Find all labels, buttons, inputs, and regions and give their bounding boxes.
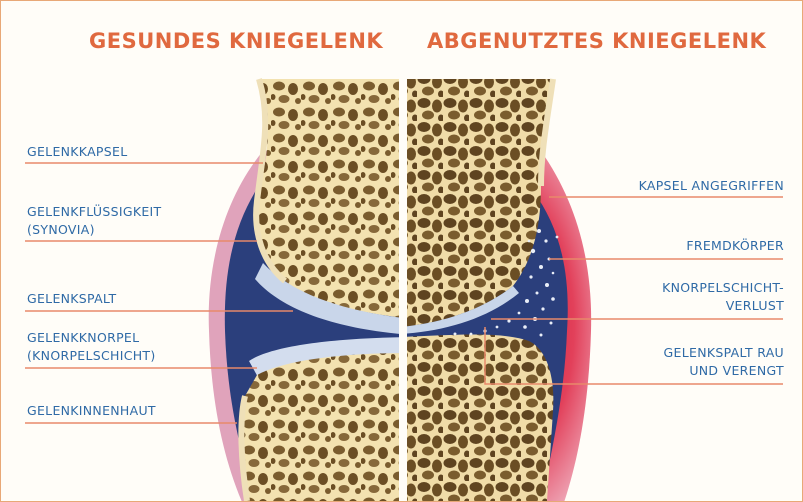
label-capsule-text: GELENKKAPSEL (27, 143, 127, 161)
label-joint-gap-text: GELENKSPALT (27, 290, 116, 308)
title-healthy-knee: GESUNDES KNIEGELENK (89, 29, 383, 53)
label-synovia: GELENKFLÜSSIGKEIT (SYNOVIA) (27, 203, 161, 239)
label-gap-narrowed: GELENKSPALT RAU UND VERENGT (664, 344, 784, 380)
label-capsule-affected-text: KAPSEL ANGEGRIFFEN (639, 177, 784, 195)
label-synovial-membrane-text: GELENKINNENHAUT (27, 402, 156, 420)
label-cartilage-loss-line1: KNORPELSCHICHT- (662, 279, 784, 297)
label-joint-gap: GELENKSPALT (27, 290, 116, 308)
label-synovial-membrane: GELENKINNENHAUT (27, 402, 156, 420)
center-divider (399, 71, 407, 501)
label-gap-narrowed-line1: GELENKSPALT RAU (664, 344, 784, 362)
label-foreign-body-text: FREMDKÖRPER (686, 237, 784, 255)
label-synovia-line2: (SYNOVIA) (27, 221, 161, 239)
label-cartilage-loss-line2: VERLUST (662, 297, 784, 315)
title-worn-knee: ABGENUTZTES KNIEGELENK (427, 29, 766, 53)
label-capsule: GELENKKAPSEL (27, 143, 127, 161)
healthy-knee-drawing (209, 79, 411, 501)
worn-knee-drawing (401, 79, 591, 501)
label-cartilage-line1: GELENKKNORPEL (27, 329, 156, 347)
lower-bone-right (401, 335, 553, 502)
label-cartilage: GELENKKNORPEL (KNORPELSCHICHT) (27, 329, 156, 365)
label-capsule-affected: KAPSEL ANGEGRIFFEN (639, 177, 784, 195)
lower-bone-left (241, 353, 411, 501)
label-cartilage-loss: KNORPELSCHICHT- VERLUST (662, 279, 784, 315)
label-foreign-body: FREMDKÖRPER (686, 237, 784, 255)
label-synovia-line1: GELENKFLÜSSIGKEIT (27, 203, 161, 221)
label-cartilage-line2: (KNORPELSCHICHT) (27, 347, 156, 365)
label-gap-narrowed-line2: UND VERENGT (664, 362, 784, 380)
